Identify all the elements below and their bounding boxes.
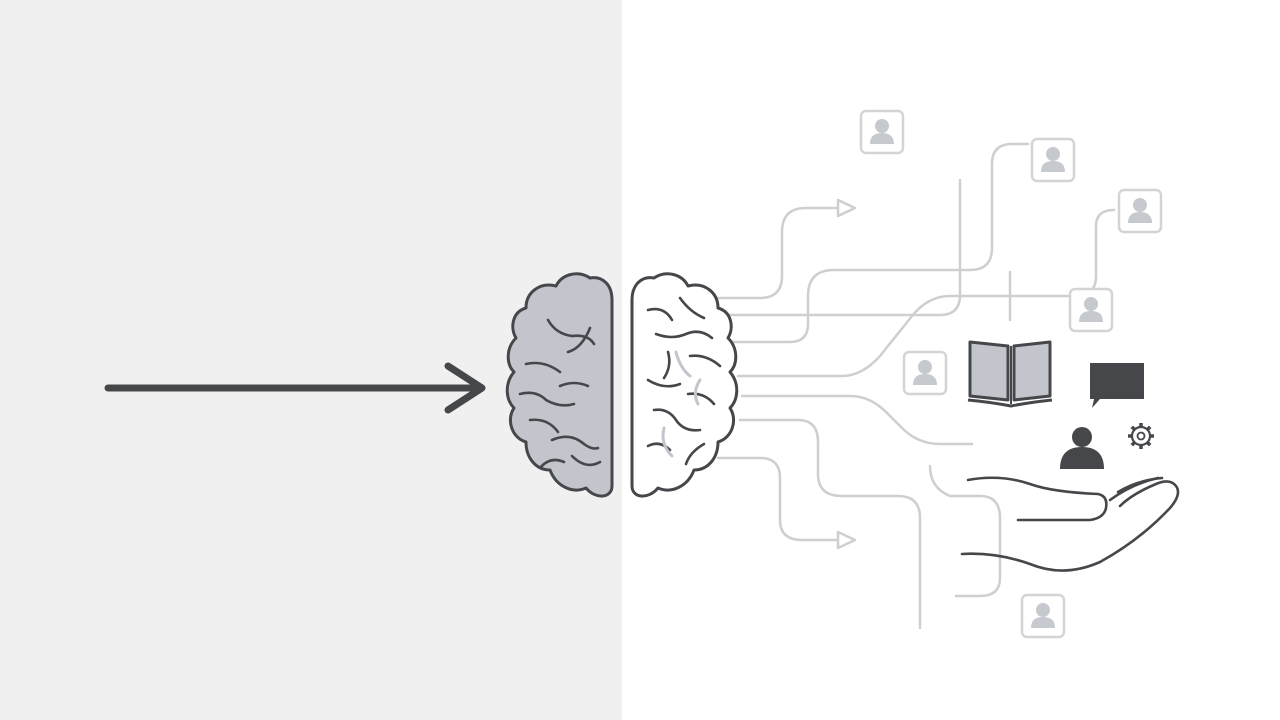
- person-icons: [859, 109, 1163, 639]
- connector-line-5: [740, 394, 974, 446]
- screen-icon: [1090, 363, 1144, 408]
- connector-line-6: [738, 418, 922, 630]
- connector-line-2: [730, 142, 1030, 344]
- connector-line-3: [736, 208, 1116, 378]
- person-icon: [859, 109, 905, 155]
- connector-lines: [710, 142, 1116, 630]
- gear-icon: [1128, 423, 1154, 449]
- person-icon: [1117, 188, 1163, 234]
- connector-line-7: [716, 456, 840, 542]
- input-arrow: [104, 362, 486, 414]
- person-icon-dark: [1060, 427, 1104, 469]
- open-hand: [960, 476, 1180, 572]
- brain-left-half: [505, 272, 614, 498]
- book-icon: [967, 340, 1053, 408]
- connector-arrow-top: [710, 206, 840, 300]
- brain-right-half: [630, 272, 739, 498]
- arrowhead-top: [836, 198, 857, 218]
- person-icon: [902, 350, 948, 396]
- arrowhead-bottom: [836, 530, 857, 550]
- person-icon: [1030, 137, 1076, 183]
- person-icon: [1068, 287, 1114, 333]
- person-icon: [1020, 593, 1066, 639]
- connector-line-8: [928, 464, 1002, 598]
